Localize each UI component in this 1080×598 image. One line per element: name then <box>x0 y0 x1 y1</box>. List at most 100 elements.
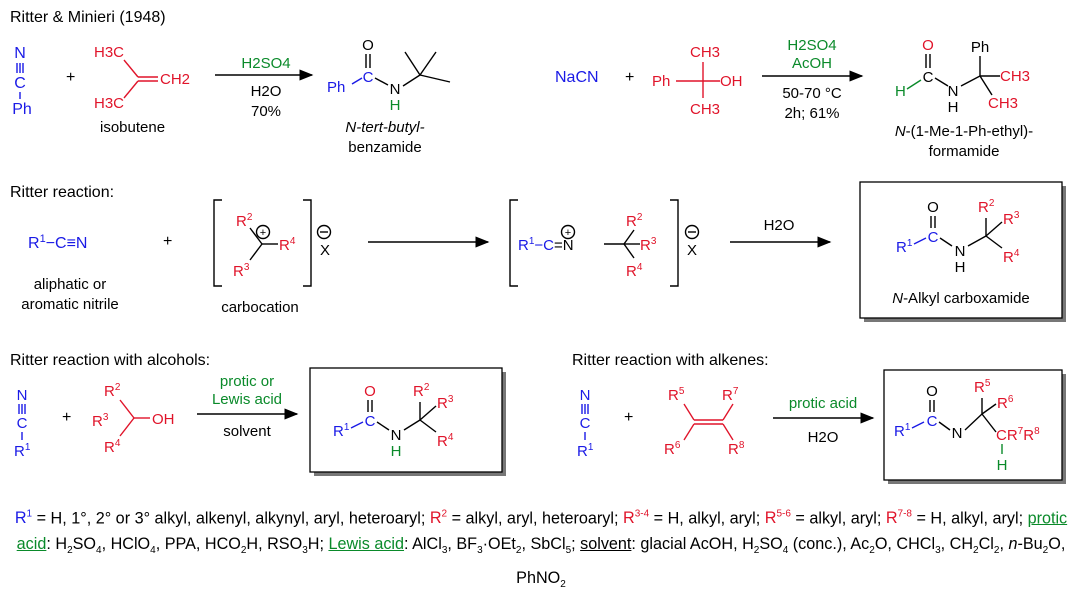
svg-text:R5: R5 <box>974 378 991 396</box>
substituent-footnote: R1 = H, 1°, 2° or 3° alkyl, alkenyl, alk… <box>14 509 1068 590</box>
svg-text:H2O: H2O <box>808 429 839 446</box>
svg-text:R1: R1 <box>577 442 594 460</box>
svg-text:+: + <box>260 227 266 239</box>
svg-text:O: O <box>926 383 938 400</box>
svg-text:N: N <box>391 427 402 444</box>
svg-text:R7: R7 <box>722 386 739 404</box>
svg-text:aromatic nitrile: aromatic nitrile <box>21 296 119 313</box>
svg-text:N: N <box>17 387 28 404</box>
svg-text:+: + <box>62 409 71 426</box>
svg-text:N: N <box>580 387 591 404</box>
svg-text:R4: R4 <box>437 432 454 450</box>
svg-text:CH3: CH3 <box>988 95 1018 112</box>
svg-text:protic acid: protic acid <box>789 395 857 412</box>
svg-text:Lewis acid: Lewis acid <box>212 391 282 408</box>
svg-text:R1−C≡N: R1−C≡N <box>28 233 87 252</box>
reaction-scheme: Ritter & Minieri (1948) N C Ph + H3C CH2… <box>10 9 1066 484</box>
svg-text:Ph: Ph <box>971 39 989 56</box>
svg-text:CH2: CH2 <box>160 71 190 88</box>
alcohol-product-box: O R1 C N H R2 R3 R4 <box>309 367 506 476</box>
svg-text:N: N <box>948 83 959 100</box>
svg-text:R4: R4 <box>279 236 296 254</box>
svg-text:N: N <box>14 45 26 62</box>
svg-text:R3: R3 <box>640 236 657 254</box>
svg-text:Ph: Ph <box>12 101 32 118</box>
svg-text:O: O <box>927 199 939 216</box>
svg-text:R6: R6 <box>664 440 681 458</box>
svg-text:R4: R4 <box>626 262 643 280</box>
svg-text:R3: R3 <box>1003 210 1020 228</box>
nitrile-r1: N C R1 <box>14 387 31 460</box>
svg-text:R2: R2 <box>978 198 995 216</box>
n-tert-butylbenzamide: O Ph C N H N-tert-butyl- benzamide <box>327 37 451 156</box>
nitrilium-ion: + R1−C=N R2 R3 R4 X <box>509 199 700 287</box>
svg-text:formamide: formamide <box>929 143 1000 160</box>
svg-text:R8: R8 <box>728 440 745 458</box>
svg-text:R1: R1 <box>896 238 913 256</box>
svg-text:Ph: Ph <box>652 73 670 90</box>
reagent-h2so4: H2SO4 <box>241 55 290 72</box>
svg-text:R1: R1 <box>333 422 350 440</box>
svg-text:carbocation: carbocation <box>221 299 299 316</box>
svg-text:R3: R3 <box>92 412 109 430</box>
isobutene-label: isobutene <box>100 119 165 136</box>
svg-text:C: C <box>580 415 591 432</box>
svg-text:C: C <box>928 229 939 246</box>
svg-text:+: + <box>625 69 634 86</box>
svg-text:protic or: protic or <box>220 373 274 390</box>
svg-text:N: N <box>952 425 963 442</box>
svg-text:N-Alkyl carboxamide: N-Alkyl carboxamide <box>892 290 1030 307</box>
svg-text:H: H <box>390 97 401 114</box>
svg-text:R2: R2 <box>104 382 121 400</box>
svg-text:R4: R4 <box>104 438 121 456</box>
svg-text:H: H <box>955 259 966 276</box>
svg-text:C: C <box>14 75 26 92</box>
cumyl-alcohol: CH3 Ph OH CH3 <box>652 44 743 118</box>
svg-text:CH3: CH3 <box>690 44 720 61</box>
carbocation: R2 + R4 R3 X carbocation <box>213 199 332 316</box>
svg-text:R2: R2 <box>413 382 430 400</box>
svg-text:C: C <box>17 415 28 432</box>
header-ritter-minieri: Ritter & Minieri (1948) <box>10 9 166 26</box>
svg-text:+: + <box>565 227 571 239</box>
n-cumylformamide: O H C N H Ph CH3 CH3 N-(1-Me-1-Ph-ethyl)… <box>895 37 1033 160</box>
svg-text:CH3: CH3 <box>1000 68 1030 85</box>
alkene-product-box: O R1 C N R5 R6 CR7R8 H <box>883 369 1066 484</box>
svg-text:N: N <box>390 81 401 98</box>
svg-text:50-70 °C: 50-70 °C <box>782 85 842 102</box>
svg-text:R1: R1 <box>894 422 911 440</box>
svg-text:aliphatic or: aliphatic or <box>34 276 107 293</box>
svg-text:O: O <box>364 383 376 400</box>
svg-text:C: C <box>363 69 374 86</box>
svg-text:C: C <box>927 413 938 430</box>
svg-text:R2: R2 <box>626 212 643 230</box>
header-alcohols: Ritter reaction with alcohols: <box>10 352 210 369</box>
benzonitrile: N C Ph <box>12 45 32 118</box>
svg-text:H: H <box>948 99 959 116</box>
svg-text:Ph: Ph <box>327 79 345 96</box>
nitrile-r1-alkene: N C R1 <box>577 387 594 460</box>
svg-text:OH: OH <box>152 411 175 428</box>
svg-text:N: N <box>955 243 966 260</box>
svg-text:R5: R5 <box>668 386 685 404</box>
generic-nitrile: R1−C≡N aliphatic or aromatic nitrile <box>21 233 119 313</box>
header-ritter-reaction: Ritter reaction: <box>10 184 114 201</box>
svg-text:H: H <box>997 457 1008 474</box>
svg-text:C: C <box>923 69 934 86</box>
svg-text:R3: R3 <box>233 262 250 280</box>
svg-text:R3: R3 <box>437 394 454 412</box>
header-alkenes: Ritter reaction with alkenes: <box>572 352 769 369</box>
svg-text:H2O: H2O <box>764 217 795 234</box>
alkene-structure: R5 R7 R6 R8 <box>664 386 745 458</box>
plus-sign: + <box>66 69 75 86</box>
n-alkyl-carboxamide-box: O R1 C N H R2 R3 R4 N-Alkyl carboxamide <box>859 181 1066 322</box>
svg-text:N-(1-Me-1-Ph-ethyl)-: N-(1-Me-1-Ph-ethyl)- <box>895 123 1033 140</box>
svg-text:CH3: CH3 <box>690 101 720 118</box>
svg-text:O: O <box>922 37 934 54</box>
svg-text:+: + <box>163 233 172 250</box>
svg-text:H: H <box>895 83 906 100</box>
svg-text:70%: 70% <box>251 103 281 120</box>
svg-text:solvent: solvent <box>223 423 271 440</box>
isobutene-structure: H3C CH2 H3C isobutene <box>94 44 190 136</box>
svg-text:R6: R6 <box>997 394 1014 412</box>
